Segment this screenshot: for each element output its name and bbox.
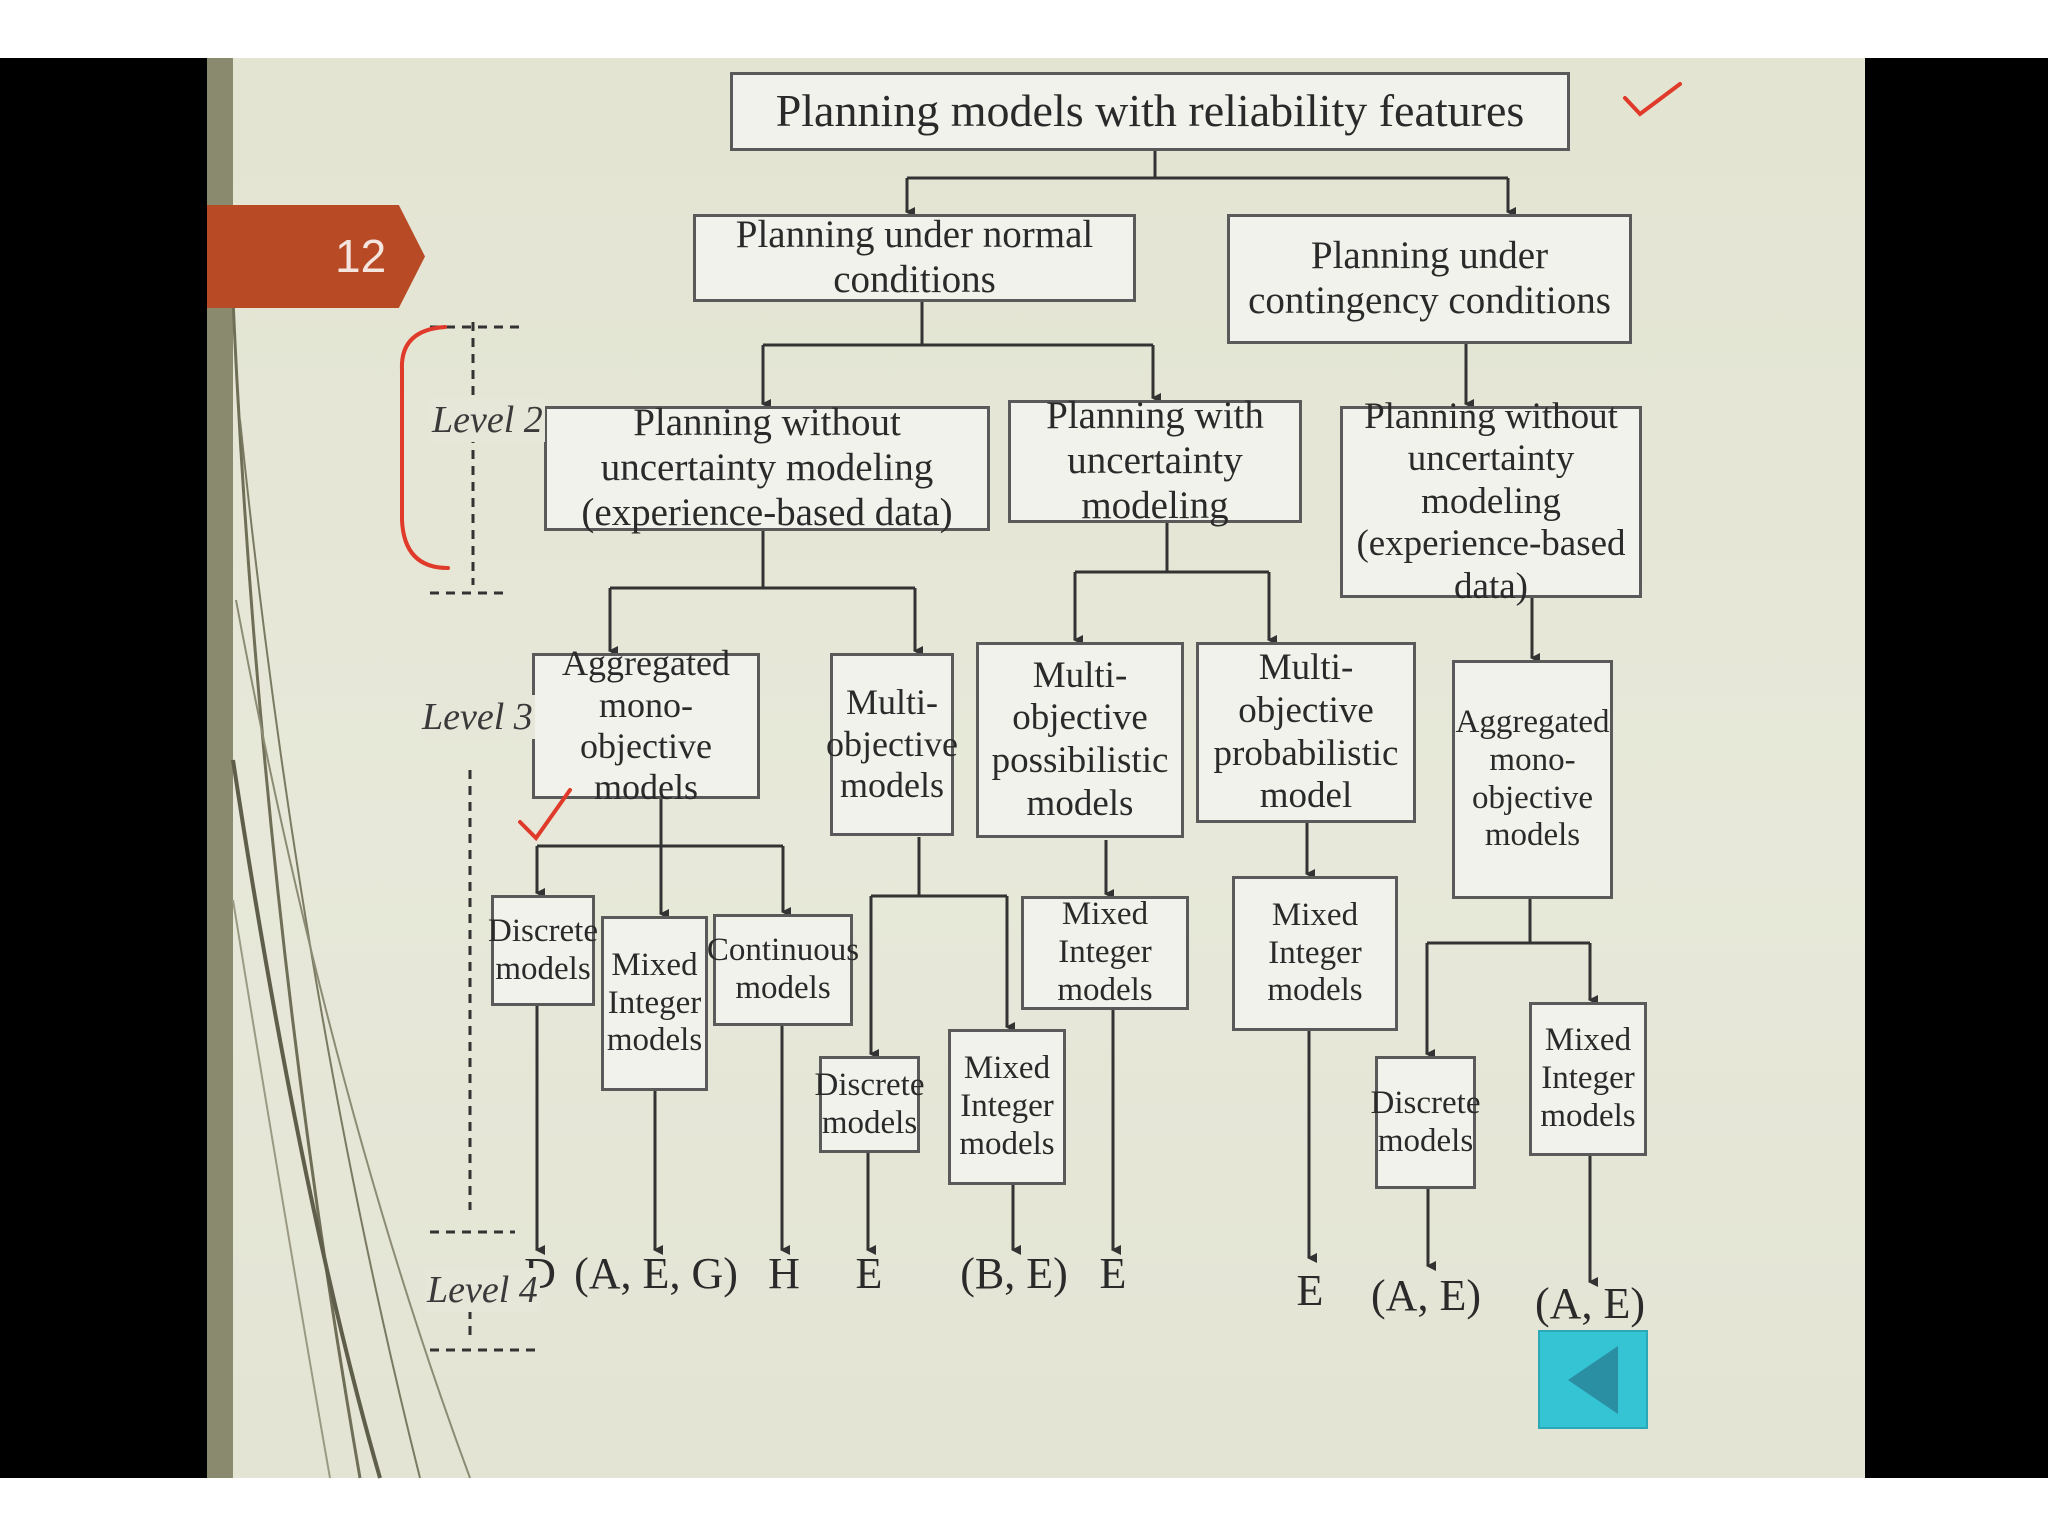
leaf-label: (A, E) bbox=[1371, 1271, 1481, 1320]
discrete-models-box-2: Discrete models bbox=[815, 1056, 924, 1153]
normal-conditions-box: Planning under normal conditions bbox=[693, 213, 1136, 302]
leaf-label: E bbox=[1099, 1249, 1127, 1298]
right-letterbox bbox=[1865, 58, 2048, 1478]
leaf-label: (A, E) bbox=[1535, 1279, 1645, 1328]
multi-objective-box: Multi-objective models bbox=[826, 653, 958, 836]
mixed-integer-models-box-1: Mixed Integer models bbox=[601, 916, 708, 1091]
continuous-models-box-1: Continuous models bbox=[707, 914, 859, 1026]
checkmark-icon bbox=[518, 788, 572, 842]
leaf-label: (B, E) bbox=[960, 1249, 1068, 1298]
multi-objective-possibilistic-box: Multi-objective possibilistic models bbox=[976, 642, 1184, 838]
triangle-left-icon bbox=[1568, 1346, 1618, 1414]
leaf-label: H bbox=[768, 1249, 800, 1298]
left-letterbox bbox=[0, 58, 207, 1478]
title-box: Planning models with reliability feature… bbox=[730, 72, 1570, 151]
mixed-integer-models-box-4: Mixed Integer models bbox=[1232, 876, 1398, 1031]
discrete-models-box-1: Discrete models bbox=[488, 895, 598, 1006]
back-button[interactable] bbox=[1538, 1330, 1648, 1429]
checkmark-icon bbox=[1623, 82, 1682, 117]
mixed-integer-models-box-3: Mixed Integer models bbox=[1021, 896, 1189, 1010]
mixed-integer-models-box-5: Mixed Integer models bbox=[1529, 1002, 1647, 1156]
without-uncertainty-box: Planning without uncertainty modeling (e… bbox=[544, 401, 990, 534]
discrete-models-box-3: Discrete models bbox=[1371, 1056, 1480, 1189]
level-3-label: Level 3 bbox=[420, 695, 535, 739]
level-4-label: Level 4 bbox=[425, 1268, 540, 1312]
leaf-label: (A, E, G) bbox=[574, 1249, 738, 1298]
leaf-label: E bbox=[855, 1249, 883, 1298]
brace-icon bbox=[399, 325, 450, 570]
leaf-label: E bbox=[1296, 1266, 1324, 1315]
contingency-conditions-box: Planning under contingency conditions bbox=[1227, 214, 1632, 344]
with-uncertainty-box: Planning with uncertainty modeling bbox=[1008, 394, 1302, 527]
multi-objective-probabilistic-box: Multi-objective probabilistic model bbox=[1196, 642, 1416, 823]
level-2-label: Level 2 bbox=[430, 398, 545, 442]
page-number: 12 bbox=[335, 230, 387, 282]
mixed-integer-models-box-2: Mixed Integer models bbox=[948, 1029, 1066, 1185]
page-number-tab: 12 bbox=[207, 205, 425, 308]
contingency-aggregated-mono-objective-box: Aggregated mono-objective models bbox=[1452, 660, 1613, 899]
